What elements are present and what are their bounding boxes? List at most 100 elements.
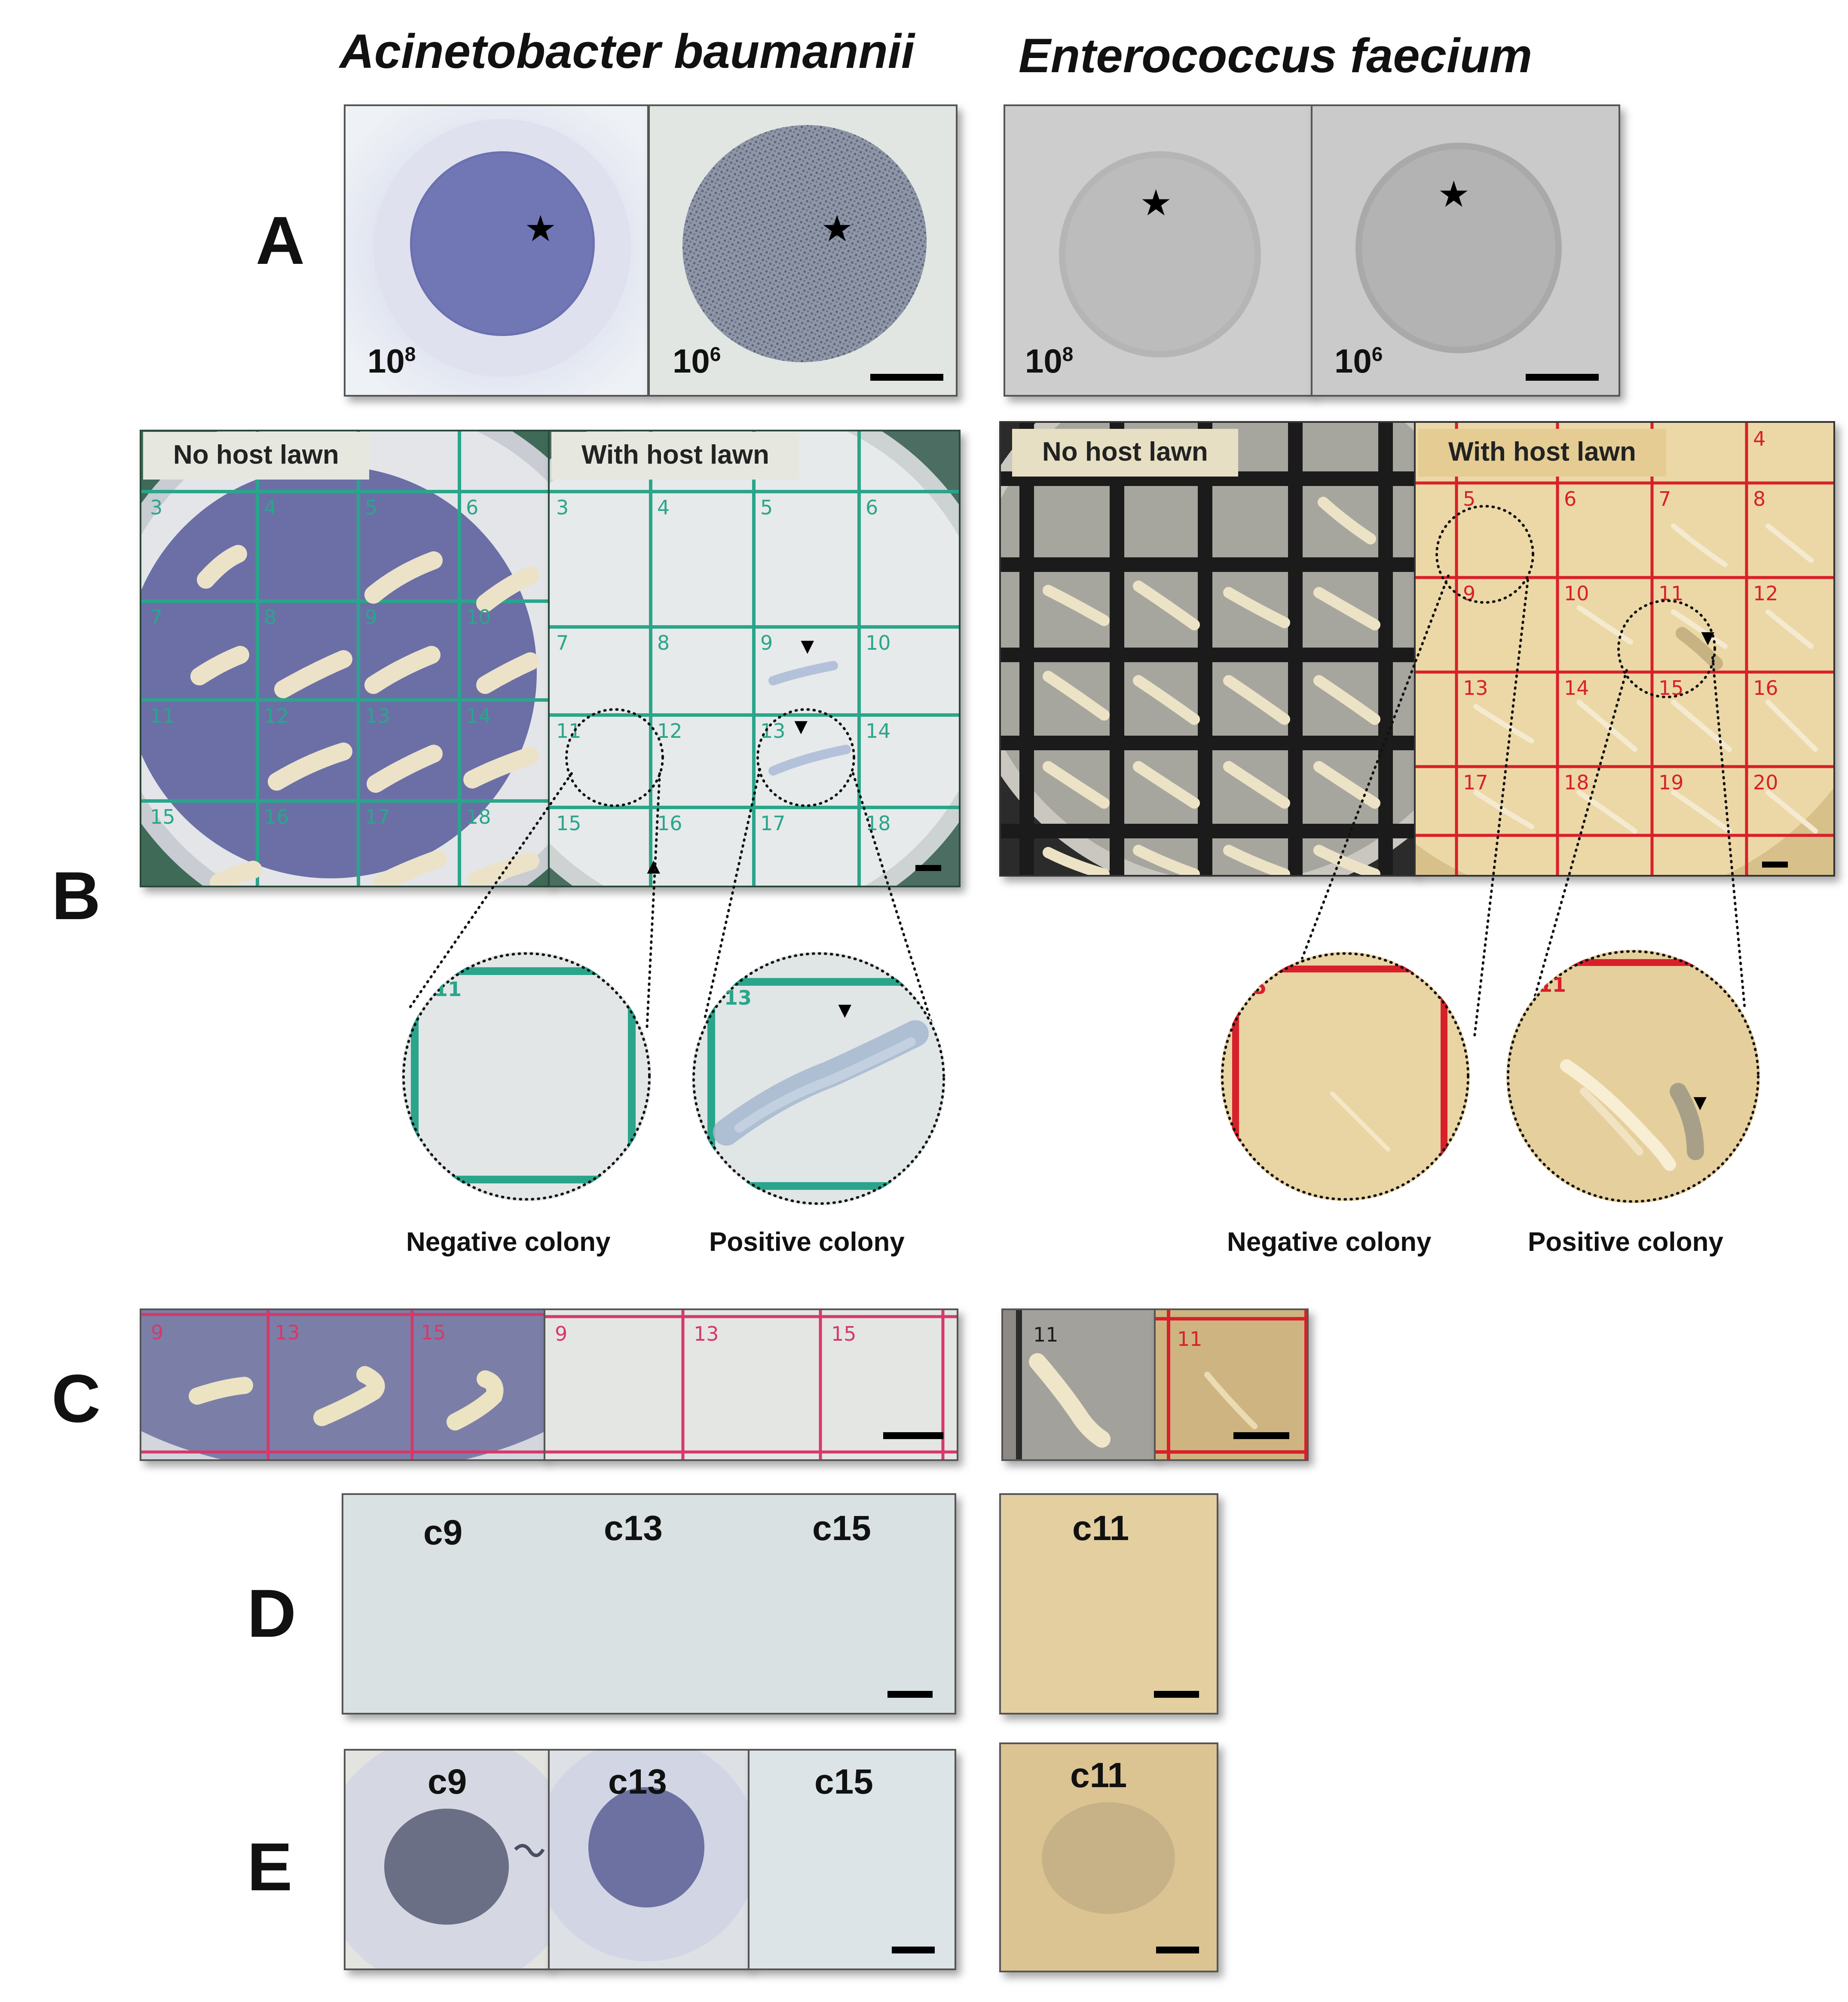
grid-number: 4 (657, 496, 670, 519)
grid-number: 4 (264, 496, 277, 519)
grid-number: 9 (760, 631, 773, 654)
positive-arrowhead: ▼ (834, 998, 856, 1023)
scale-bar (1233, 1432, 1289, 1439)
star-marker: ★ (1438, 174, 1470, 214)
grid-number: 15 (831, 1322, 857, 1345)
grid-number: 12 (264, 704, 289, 727)
grid-number: 10 (466, 605, 491, 629)
zoom-positive-colony-ab: 13 ▼ (692, 952, 945, 1205)
grid-number: 14 (1564, 676, 1589, 700)
grid-number: 12 (1753, 582, 1778, 605)
grid-number: 11 (1033, 1323, 1059, 1346)
culture-label: c13 (604, 1509, 663, 1548)
grid-number: 8 (657, 631, 670, 654)
scale-bar (892, 1947, 935, 1953)
grid-number: 14 (466, 704, 491, 727)
grid-number: 6 (1564, 487, 1577, 510)
scale-bar (887, 1691, 933, 1698)
plate-image (550, 431, 959, 886)
scale-bar (883, 1432, 943, 1439)
grid-number: 7 (556, 631, 569, 654)
grid-number: 16 (1753, 676, 1778, 700)
panel-a-ab-1e6 (648, 104, 958, 397)
no-host-lawn-label: No host lawn (1012, 429, 1238, 477)
grid-number: 9 (1463, 582, 1476, 605)
grid-number: 11 (1177, 1327, 1202, 1351)
culture-label: c15 (814, 1762, 873, 1801)
grid-number: 13 (365, 704, 390, 727)
positive-colony-caption-ef: Positive colony (1528, 1227, 1723, 1257)
spot-assay-image (1313, 106, 1619, 395)
plate-image (141, 1310, 544, 1459)
grid-number: 16 (657, 812, 682, 835)
with-host-lawn-label: With host lawn (551, 432, 799, 480)
culture-label: c11 (1072, 1509, 1129, 1548)
species-title-enterococcus: Enterococcus faecium (1019, 29, 1533, 83)
zoom-negative-colony-ef: 5 (1221, 952, 1470, 1201)
grid-number: 13 (275, 1321, 300, 1344)
no-host-lawn-label: No host lawn (143, 432, 369, 480)
grid-number: 20 (1753, 771, 1778, 794)
zoom-grid-number: 13 (724, 986, 752, 1009)
dilution-label: 108 (1025, 342, 1074, 380)
grid-number: 11 (556, 719, 581, 743)
scale-bar (915, 865, 941, 871)
negative-colony-caption-ab: Negative colony (406, 1227, 611, 1257)
grid-number: 9 (151, 1321, 164, 1344)
with-host-lawn-label: With host lawn (1418, 429, 1666, 477)
culture-label: c13 (608, 1762, 667, 1801)
scale-bar (1762, 862, 1788, 868)
spot-assay-image (650, 106, 956, 395)
zoom-positive-colony-ef: 11 ▼ (1506, 950, 1760, 1203)
culture-label: c15 (812, 1509, 871, 1548)
zoom-grid-number: 11 (434, 978, 462, 1001)
panel-a-ab-1e8 (344, 104, 649, 397)
scale-bar (1154, 1691, 1199, 1698)
spot-assay-image (1005, 106, 1311, 395)
positive-arrowhead: ▼ (796, 634, 819, 659)
panel-c-ef-no-host: 11 (1001, 1308, 1156, 1461)
plate-image (1003, 1310, 1154, 1459)
zoom-grid-number: 11 (1539, 973, 1567, 996)
grid-number: 18 (1564, 771, 1589, 794)
grid-number: 10 (1564, 582, 1589, 605)
grid-number: 3 (556, 496, 569, 519)
grid-number: 13 (760, 719, 786, 743)
row-label-e: E (247, 1829, 293, 1905)
grid-number: 15 (150, 805, 175, 828)
grid-number: 15 (1658, 676, 1684, 700)
plate-image (1416, 423, 1833, 875)
spot-assay-image (346, 106, 647, 395)
spot-assay-image (1001, 1744, 1217, 1971)
dilution-label: 108 (367, 342, 416, 380)
row-label-a: A (256, 203, 305, 278)
dilution-label: 106 (1334, 342, 1383, 380)
grid-number: 15 (556, 812, 581, 835)
panel-d-ab (342, 1493, 956, 1715)
grid-number: 11 (1658, 582, 1684, 605)
grid-number: 19 (1658, 771, 1684, 794)
row-label-c: C (52, 1361, 101, 1437)
grid-number: 10 (866, 631, 891, 654)
grid-number: 6 (866, 496, 878, 519)
panel-a-ef-1e8 (1004, 104, 1313, 397)
positive-arrowhead: ▼ (790, 714, 812, 739)
spot-assay-image (346, 1751, 548, 1968)
grid-number: 7 (150, 605, 163, 629)
star-marker: ★ (821, 208, 854, 249)
panel-b-ef-no-host (999, 421, 1416, 877)
grid-number: 9 (365, 605, 378, 629)
scale-bar (1156, 1947, 1199, 1953)
grid-number: 5 (760, 496, 773, 519)
scale-bar (870, 374, 943, 381)
panel-d-ef (999, 1493, 1218, 1715)
panel-e-ab-c9 (344, 1749, 550, 1970)
spot-assay-image (550, 1751, 748, 1968)
panel-a-ef-1e6 (1311, 104, 1620, 397)
grid-number: 14 (866, 719, 891, 743)
species-title-acinetobacter: Acinetobacter baumannii (340, 24, 915, 78)
row-label-d: D (247, 1576, 297, 1651)
scale-bar (1526, 374, 1599, 381)
